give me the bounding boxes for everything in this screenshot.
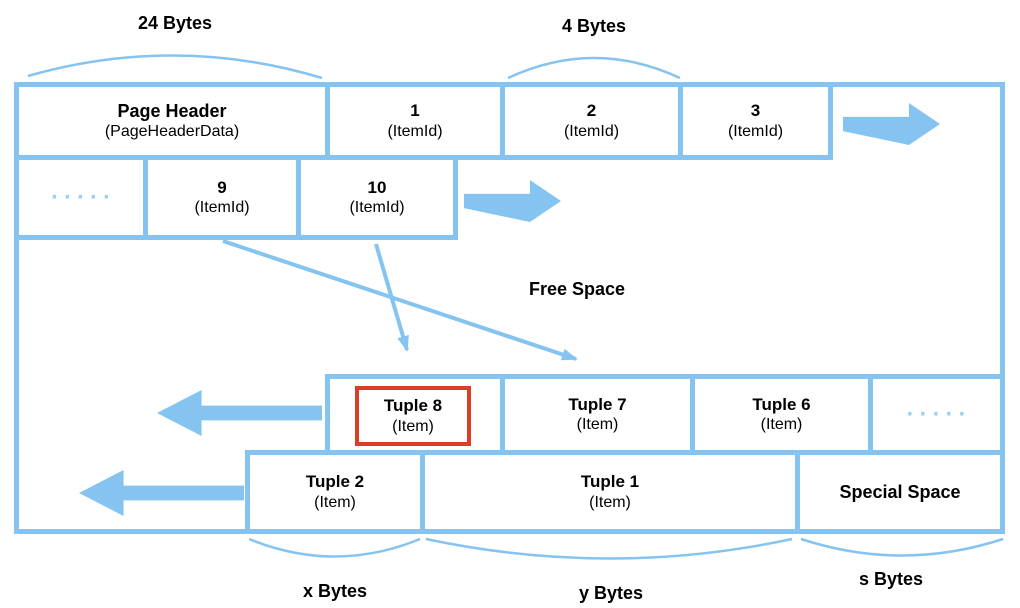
- cell-title: Special Space: [839, 481, 961, 502]
- cell-special-space: Special Space: [795, 450, 1005, 534]
- cell-subtitle: (ItemId): [194, 199, 250, 217]
- label-s-bytes: s Bytes: [858, 569, 924, 589]
- cell-tuple-2: Tuple 2 (Item): [245, 450, 425, 534]
- cell-title: Page Header: [117, 100, 227, 121]
- label-free-space: Free Space: [528, 279, 626, 299]
- cell-title: Tuple 1: [580, 472, 640, 492]
- ellipsis-dots: ·····: [906, 400, 972, 428]
- label-x-bytes: x Bytes: [302, 581, 368, 601]
- cell-title: Tuple 8: [383, 396, 443, 416]
- cell-subtitle: (ItemId): [349, 199, 405, 217]
- brace-arc-4-bytes: [507, 56, 681, 80]
- brace-arc-x-bytes: [248, 537, 421, 558]
- cell-title: 2: [586, 101, 597, 121]
- cell-subtitle: (PageHeaderData): [104, 123, 240, 141]
- cell-title: 1: [410, 101, 420, 121]
- cell-itemid-10: 10 (ItemId): [296, 155, 458, 240]
- cell-subtitle: (ItemId): [387, 122, 443, 140]
- cell-subtitle: (ItemId): [563, 122, 620, 140]
- brace-arc-24-bytes: [27, 54, 323, 80]
- cell-itemid-3: 3 (ItemId): [678, 82, 833, 160]
- cell-subtitle: (Item): [760, 416, 803, 434]
- brace-arc-s-bytes: [800, 537, 1004, 557]
- cell-title: 10: [367, 177, 387, 197]
- page-outline: [14, 82, 1005, 534]
- label-4-bytes: 4 Bytes: [561, 16, 627, 36]
- label-24-bytes: 24 Bytes: [137, 13, 213, 33]
- ellipsis-dots: ·····: [51, 183, 116, 211]
- cell-title: 3: [750, 101, 761, 121]
- cell-title: Tuple 2: [305, 472, 365, 492]
- cell-title: Tuple 7: [568, 394, 627, 414]
- tuple-8-highlight-box: Tuple 8 (Item): [355, 386, 471, 446]
- cell-subtitle: (Item): [589, 493, 631, 511]
- label-y-bytes: y Bytes: [578, 583, 644, 603]
- cell-title: 9: [217, 177, 227, 197]
- cell-subtitle: (ItemId): [727, 122, 784, 140]
- cell-itemid-9: 9 (ItemId): [143, 155, 301, 240]
- brace-arc-y-bytes: [425, 537, 793, 560]
- cell-subtitle: (Item): [392, 417, 434, 435]
- cell-subtitle: (Item): [576, 416, 619, 434]
- cell-subtitle: (Item): [314, 493, 356, 511]
- cell-title: Tuple 6: [752, 394, 811, 414]
